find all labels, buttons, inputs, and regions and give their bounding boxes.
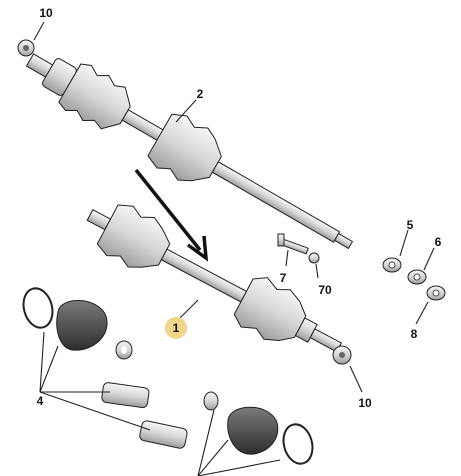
washer-6 — [407, 269, 427, 285]
nut-10-top — [17, 39, 35, 57]
callout-2: 2 — [197, 87, 204, 101]
boot-kit-left — [22, 287, 150, 409]
nut-10-bottom — [332, 345, 352, 365]
lower-driveshaft — [86, 204, 343, 353]
callout-4: 4 — [37, 394, 44, 408]
upper-driveshaft — [25, 53, 354, 250]
leader-lines — [33, 21, 435, 476]
washer-8 — [426, 285, 446, 301]
bolt-7 — [277, 233, 309, 255]
callout-6: 6 — [435, 235, 442, 249]
callout-7: 7 — [280, 271, 287, 285]
callout-5: 5 — [407, 218, 414, 232]
pointer-arrow — [134, 168, 209, 262]
callout-1: 1 — [173, 321, 180, 335]
boot-kit-right — [139, 391, 314, 465]
callout-10-top: 10 — [39, 6, 53, 20]
callout-8: 8 — [411, 327, 418, 341]
washer-5 — [382, 257, 402, 273]
callout-70: 70 — [318, 283, 332, 297]
callout-10-bottom: 10 — [358, 396, 372, 410]
callout-1-highlight — [165, 317, 187, 339]
nut-70 — [308, 252, 320, 264]
